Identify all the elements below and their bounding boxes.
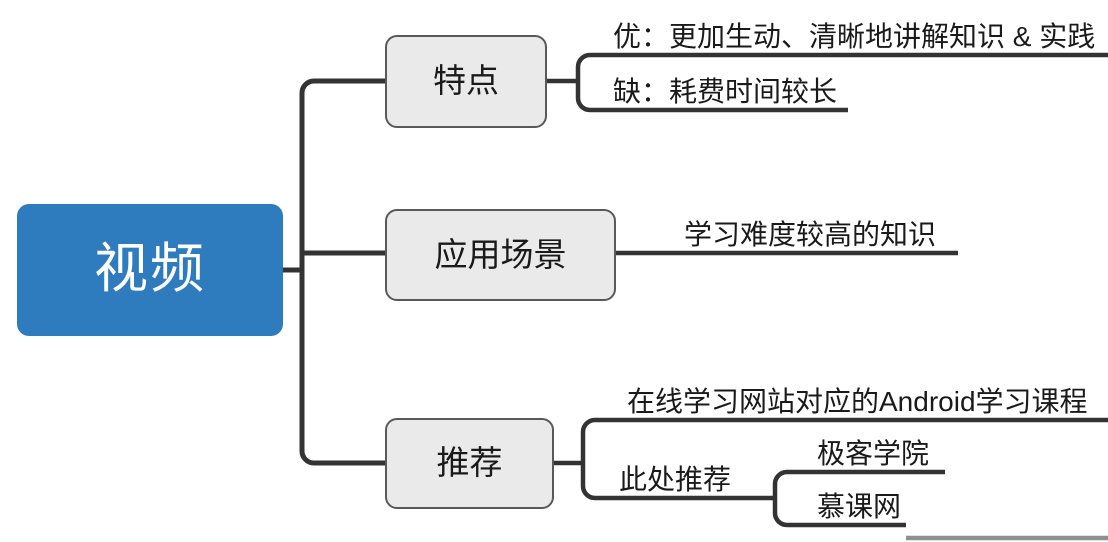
- branch-node-features[interactable]: 特点: [385, 35, 547, 128]
- leaf-recommend-imooc[interactable]: 慕课网: [817, 491, 902, 522]
- branch-node-recommend-label: 推荐: [436, 444, 503, 482]
- leaf-recommend-online-courses[interactable]: 在线学习网站对应的Android学习课程: [627, 386, 1088, 417]
- connector-features-children: [575, 52, 1108, 113]
- branch-node-applications-label: 应用场景: [434, 235, 567, 273]
- branch-node-features-label: 特点: [433, 62, 499, 100]
- connector-here-children: [772, 469, 945, 528]
- leaf-recommend-here[interactable]: 此处推荐: [619, 464, 732, 495]
- connector-main-spine: [299, 78, 385, 466]
- root-node-label: 视频: [94, 239, 206, 300]
- leaf-recommend-jikexueyuan[interactable]: 极客学院: [817, 438, 930, 469]
- leaf-applications-difficulty[interactable]: 学习难度较高的知识: [684, 219, 937, 250]
- branch-node-applications[interactable]: 应用场景: [385, 209, 616, 301]
- branch-node-recommend[interactable]: 推荐: [385, 418, 554, 509]
- connector-recommend-children: [580, 417, 1108, 501]
- leaf-features-con[interactable]: 缺：耗费时间较长: [613, 76, 838, 107]
- root-node-video[interactable]: 视频: [17, 204, 283, 336]
- leaf-features-pro[interactable]: 优：更加生动、清晰地讲解知识 & 实践: [613, 21, 1096, 52]
